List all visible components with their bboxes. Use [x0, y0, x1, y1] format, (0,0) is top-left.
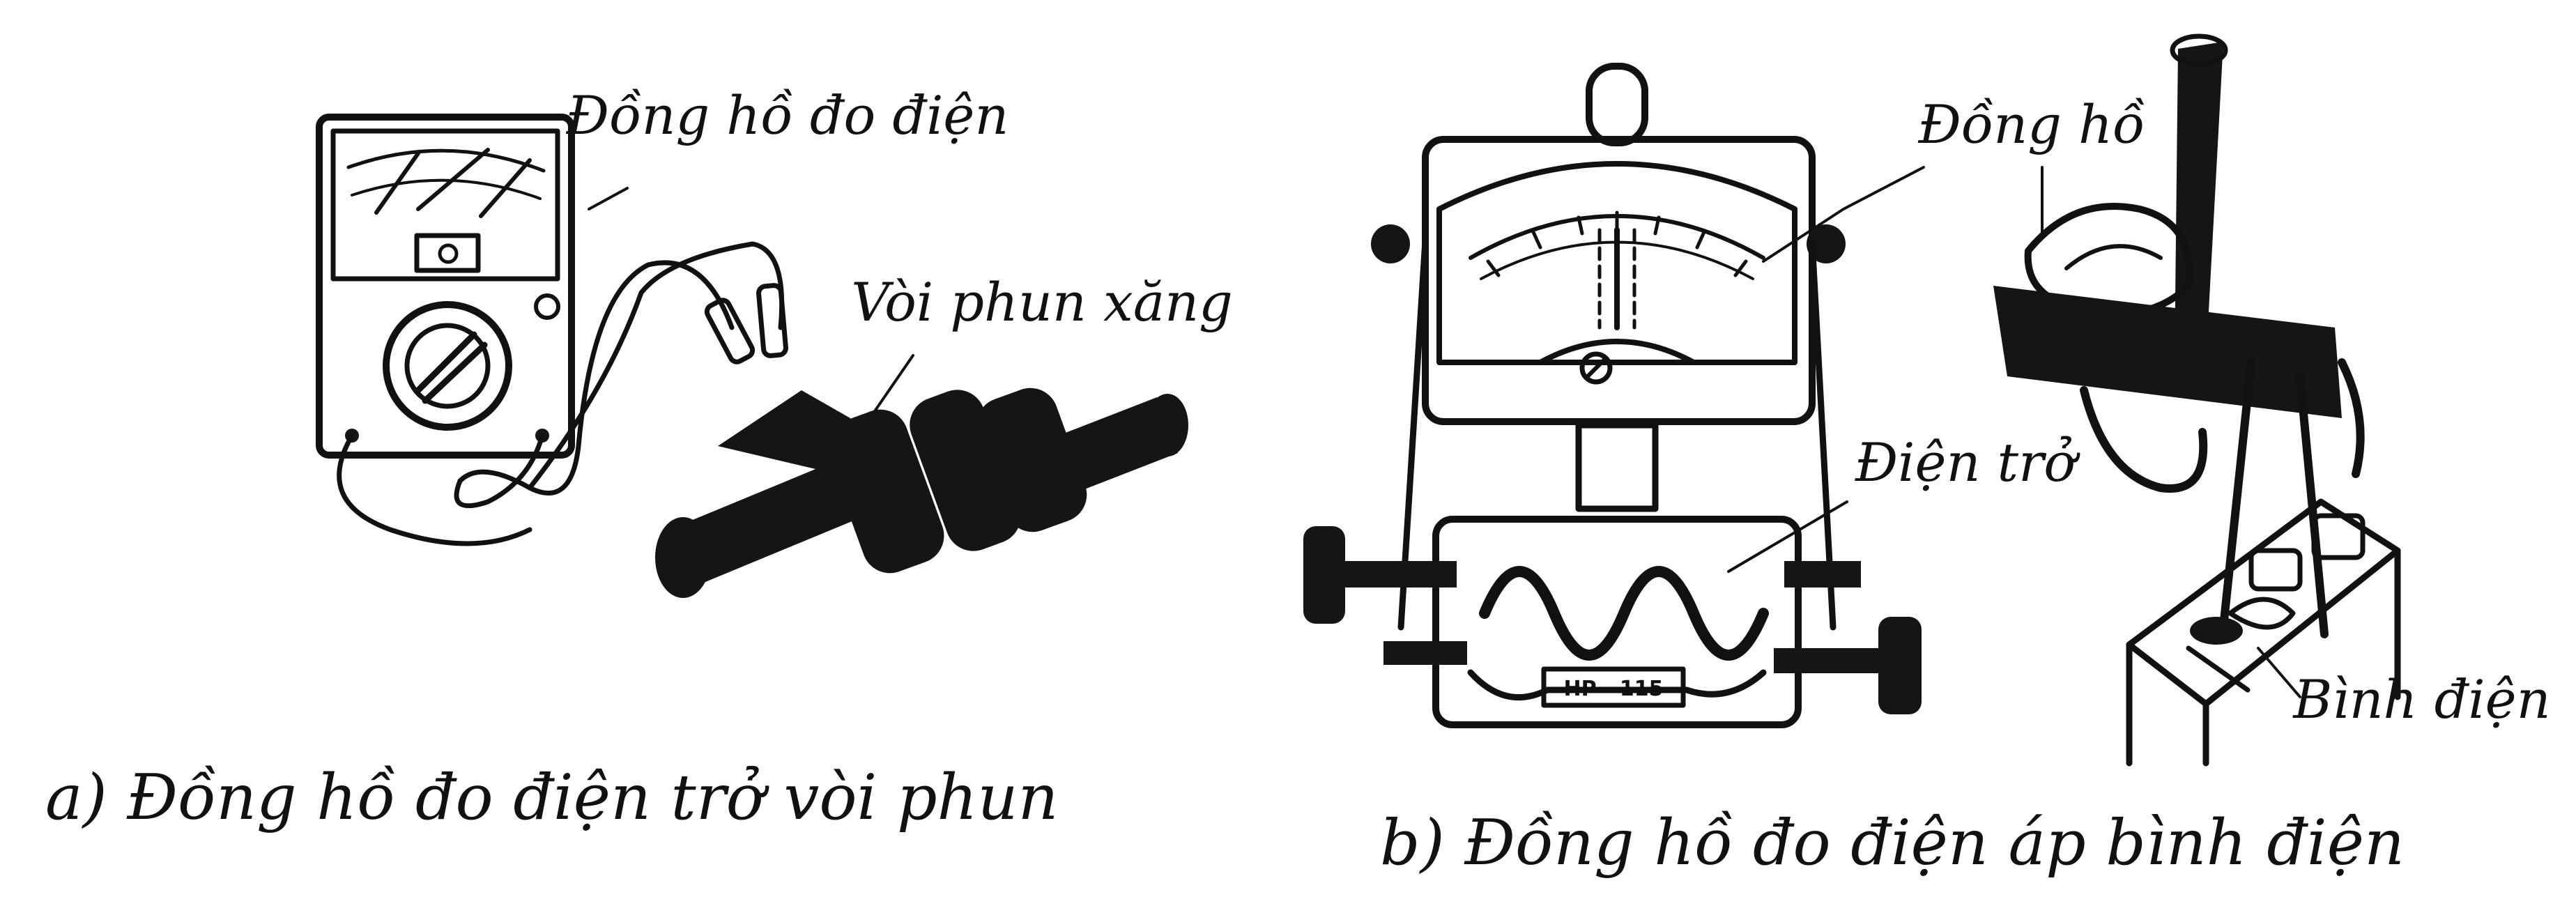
- panel-a: Đồng hồ đo điện Vòi phun xăng a) Đồng hồ…: [45, 84, 1233, 834]
- caption-a: a) Đồng hồ đo điện trở vòi phun: [45, 761, 1058, 834]
- panel-b: HP - 115: [1303, 33, 2551, 880]
- resistor-plate-text: HP - 115: [1563, 677, 1663, 701]
- leader-battery: [2257, 647, 2301, 698]
- label-injector: Vòi phun xăng: [851, 271, 1233, 333]
- label-meter: Đồng hồ đo điện: [566, 84, 1009, 146]
- label-meter-b: Đồng hồ: [1917, 93, 2145, 155]
- leader-injector: [873, 354, 914, 413]
- leader-resistor: [1727, 500, 1848, 573]
- resistor-illustration: HP - 115: [1303, 516, 1922, 728]
- fuel-injector-illustration: [655, 387, 1188, 598]
- label-resistor: Điện trở: [1855, 431, 2081, 493]
- voltmeter-illustration: [1371, 63, 1846, 631]
- caption-b: b) Đồng hồ đo điện áp bình điện: [1380, 806, 2405, 880]
- label-battery: Bình điện: [2292, 668, 2550, 730]
- battery-illustration: [2126, 498, 2401, 767]
- leader-meter-b: [1762, 166, 1925, 263]
- leader-meter: [588, 187, 629, 210]
- test-leads: [337, 241, 788, 546]
- multimeter-illustration: [316, 114, 575, 459]
